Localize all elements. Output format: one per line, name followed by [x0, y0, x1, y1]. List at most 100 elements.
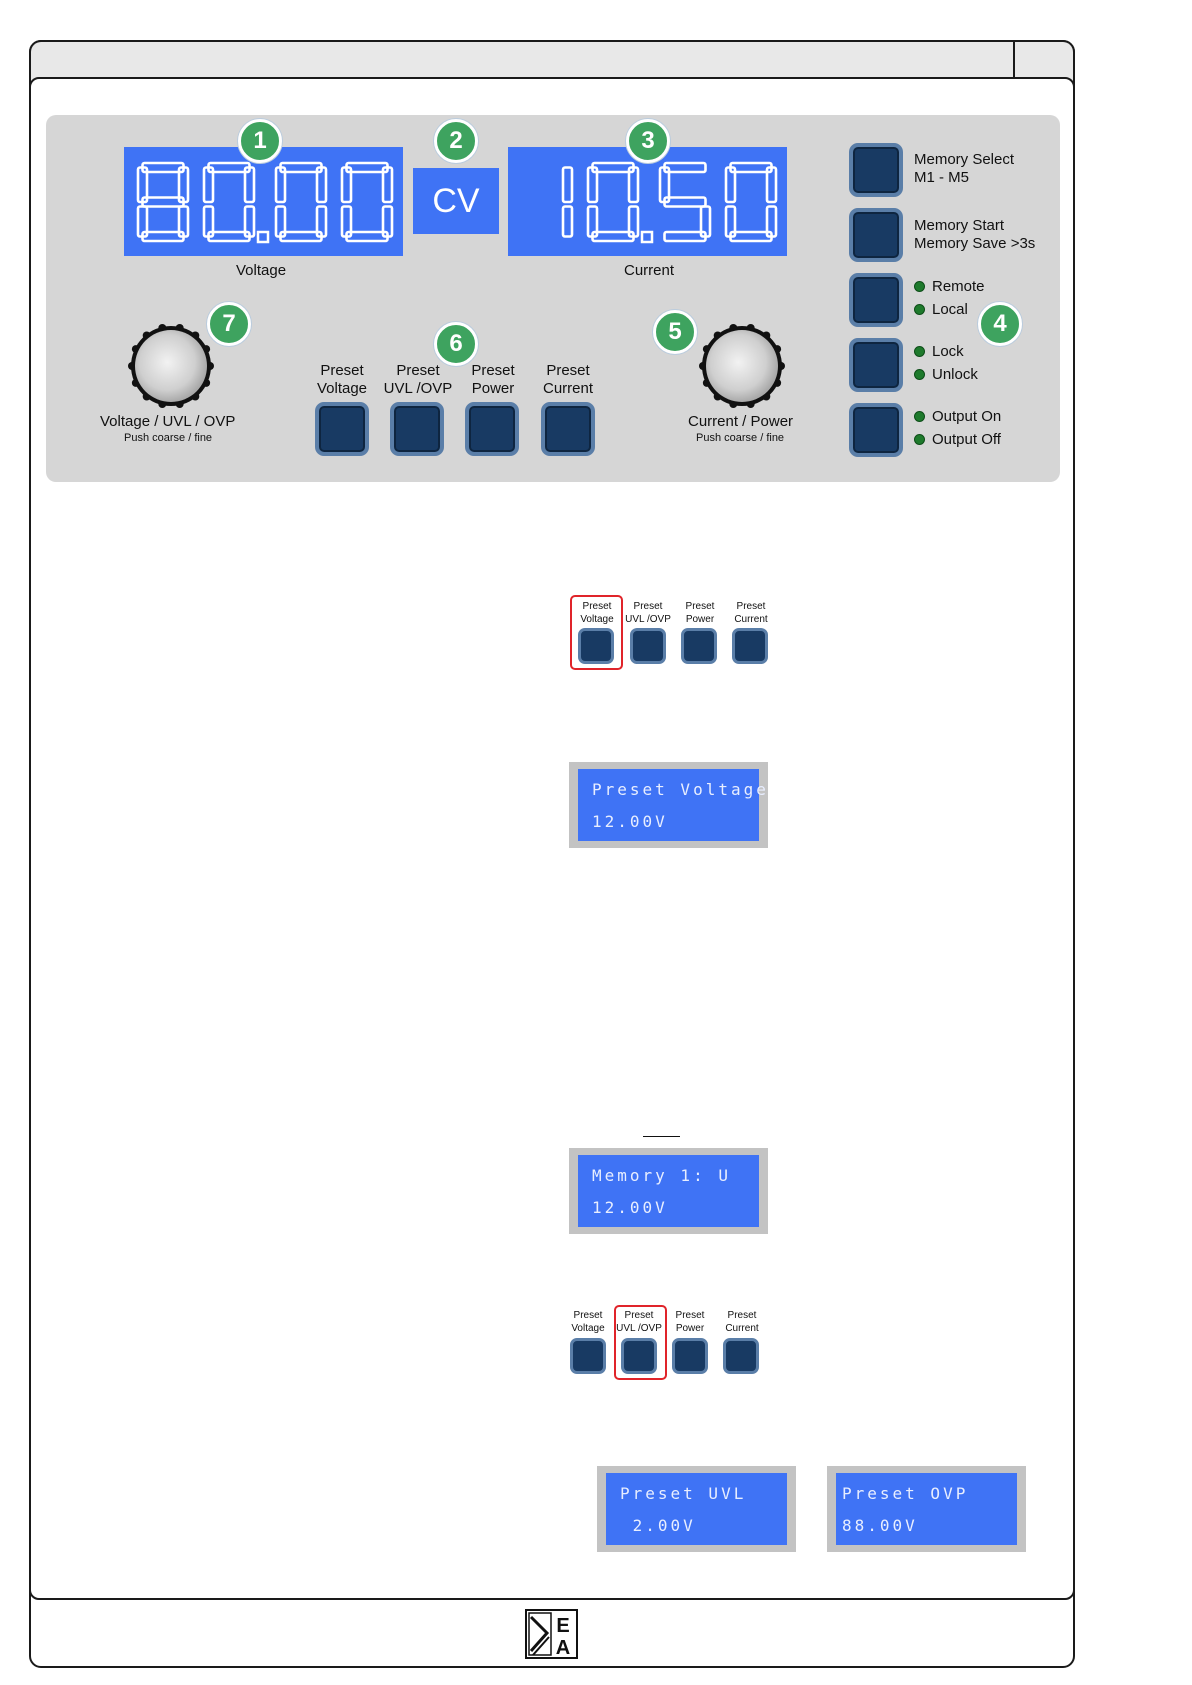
row2-preset-current-button[interactable]: [723, 1338, 759, 1374]
knob-grip-ridge: [729, 323, 738, 332]
lcd-preset-uvl: Preset UVL 2.00V: [597, 1466, 796, 1552]
voltage-digit-3-segment-b: [381, 166, 394, 204]
page-header: [29, 40, 1075, 80]
remote-local-button[interactable]: [849, 273, 903, 327]
voltage-display: [124, 147, 403, 256]
current-digit-3-segment-b: [765, 166, 778, 204]
voltage-digit-1-segment-b: [243, 166, 256, 204]
row2-preset-uvl-ovp-button[interactable]: [621, 1338, 657, 1374]
current-display: [508, 147, 787, 256]
preset-current-button[interactable]: [541, 402, 595, 456]
knob-grip-ridge: [202, 378, 211, 387]
knob-grip-ridge: [158, 400, 167, 409]
knob-grip-ridge: [713, 392, 722, 401]
voltage-digit-2-segment-f: [274, 166, 287, 204]
knob-grip-ridge: [746, 400, 755, 409]
output-off-led: Output Off: [914, 431, 1001, 448]
current-digit-3-segment-f: [724, 166, 737, 204]
led-indicator: [914, 434, 925, 445]
knob-grip-ridge: [762, 331, 771, 340]
current-digit-0-segment-c: [561, 205, 574, 238]
output-on-led: Output On: [914, 408, 1001, 425]
current-digit-3-segment-d: [729, 230, 773, 243]
led-indicator: [914, 304, 925, 315]
knob-grip-ridge: [699, 362, 707, 370]
voltage-digit-2-segment-b: [315, 166, 328, 204]
callout-4: 4: [978, 302, 1022, 346]
voltage-digits: [136, 161, 394, 244]
lcd-line-1: Memory 1: U: [592, 1166, 731, 1185]
memory-select-button[interactable]: [849, 143, 903, 197]
lcd-line-2: 2.00V: [620, 1516, 696, 1535]
current-knob-label: Current / Power: [688, 413, 794, 430]
knob-grip-ridge: [777, 362, 785, 370]
voltage-digit-0-segment-a: [141, 161, 185, 174]
output-button[interactable]: [849, 403, 903, 457]
svg-text:A: A: [556, 1637, 570, 1659]
knob-grip-ridge: [702, 345, 711, 354]
current-label: Current: [624, 262, 675, 279]
voltage-digit-1-segment-f: [202, 166, 215, 204]
voltage-digit-0-segment-d: [141, 230, 185, 243]
current-digit-1-segment-b: [627, 166, 640, 204]
knob-grip-ridge: [713, 331, 722, 340]
knob-grip-ridge: [206, 362, 214, 370]
callout-6: 6: [434, 322, 478, 366]
current-digit-3-segment-e: [724, 205, 737, 238]
current-knob[interactable]: [699, 323, 785, 409]
current-digit-0-segment-b: [561, 166, 574, 204]
voltage-digit-3-segment-e: [340, 205, 353, 238]
row1-preset-power-button[interactable]: [681, 628, 717, 664]
knob-grip-ridge: [773, 378, 782, 387]
led-indicator: [914, 369, 925, 380]
callout-3: 3: [626, 119, 670, 163]
knob-grip-ridge: [746, 323, 755, 332]
voltage-knob[interactable]: [128, 323, 214, 409]
lock-button[interactable]: [849, 338, 903, 392]
voltage-digit-3-segment-f: [340, 166, 353, 204]
row2-preset-voltage-button[interactable]: [570, 1338, 606, 1374]
voltage-label: Voltage: [236, 262, 287, 279]
current-digit-3-segment-a: [729, 161, 773, 174]
lcd-screen: Memory 1: U 12.00V: [578, 1155, 759, 1227]
current-digit-1-segment-a: [591, 161, 635, 174]
knob-grip-ridge: [729, 400, 738, 409]
row1-preset-voltage-button[interactable]: [578, 628, 614, 664]
row2-preset-power-button[interactable]: [672, 1338, 708, 1374]
voltage-digit-3-segment-d: [345, 230, 389, 243]
knob-grip-ridge: [175, 400, 184, 409]
knob-grip-ridge: [131, 378, 140, 387]
current-decimal-point: [640, 230, 654, 244]
preset-voltage-button[interactable]: [315, 402, 369, 456]
led-indicator: [914, 411, 925, 422]
preset-uvl-ovp-button[interactable]: [390, 402, 444, 456]
lcd-screen: Preset UVL 2.00V: [606, 1473, 787, 1545]
lcd-screen: Preset Voltage 12.00V: [578, 769, 766, 841]
knob-grip-ridge: [158, 323, 167, 332]
row1-preset-uvl-ovp-button[interactable]: [630, 628, 666, 664]
knob-grip-ridge: [131, 345, 140, 354]
voltage-knob-sublabel: Push coarse / fine: [124, 432, 213, 444]
row1-preset-current-button[interactable]: [732, 628, 768, 664]
row1-highlight-frame: [570, 595, 623, 670]
lcd-line-1: Preset UVL: [620, 1484, 747, 1503]
preset-power-button[interactable]: [465, 402, 519, 456]
callout-1: 1: [238, 119, 282, 163]
knob-grip-ridge: [202, 345, 211, 354]
header-divider: [1013, 40, 1015, 78]
remote-led: Remote: [914, 278, 985, 295]
current-digit-2-segment-g: [663, 196, 707, 208]
row2-highlight-frame: [614, 1305, 667, 1380]
mode-display: CV: [413, 168, 499, 234]
voltage-digit-2-segment-e: [274, 205, 287, 238]
memory-start-button[interactable]: [849, 208, 903, 262]
current-digits: [561, 161, 778, 244]
voltage-decimal-point: [256, 230, 270, 244]
